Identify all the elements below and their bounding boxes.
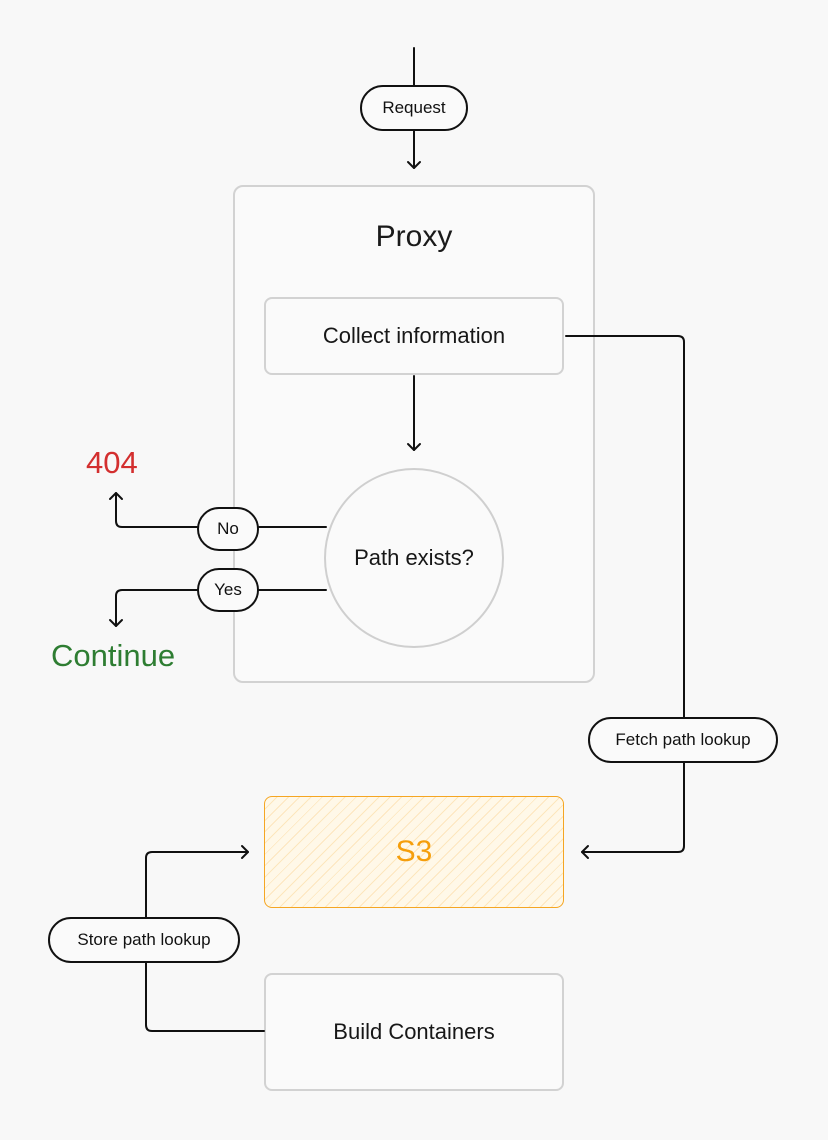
collect-to-decision-arrowhead (407, 443, 421, 451)
yes-branch-line-left (115, 589, 198, 627)
store-line-bottom (145, 962, 265, 1032)
no-branch-line-left (115, 492, 198, 528)
proxy-title: Proxy (375, 220, 453, 253)
fetch-arrowhead (581, 845, 589, 859)
store-line-top (145, 851, 249, 918)
path-exists-decision: Path exists? (324, 468, 504, 648)
yes-pill: Yes (197, 568, 259, 612)
continue-outcome: Continue (51, 638, 176, 673)
fetch-line-bottom (581, 762, 685, 853)
store-arrowhead (241, 845, 249, 859)
build-containers-label: Build Containers (333, 1019, 495, 1044)
collect-information-node: Collect information (264, 297, 564, 375)
not-found-outcome: 404 (86, 445, 138, 480)
store-path-lookup-label: Store path lookup (77, 930, 211, 949)
fetch-path-lookup-label: Fetch path lookup (615, 730, 751, 749)
s3-label: S3 (395, 835, 433, 868)
build-containers-node: Build Containers (264, 973, 564, 1091)
yes-label: Yes (214, 580, 242, 599)
path-exists-label: Path exists? (354, 545, 474, 570)
no-label: No (217, 519, 239, 538)
s3-node: S3 (264, 796, 564, 908)
request-pill: Request (360, 85, 468, 131)
request-label: Request (382, 98, 446, 117)
collect-information-label: Collect information (322, 323, 506, 348)
no-pill: No (197, 507, 259, 551)
fetch-path-lookup-pill: Fetch path lookup (588, 717, 778, 763)
no-branch-arrowhead (109, 492, 123, 500)
yes-branch-arrowhead (109, 619, 123, 627)
store-path-lookup-pill: Store path lookup (48, 917, 240, 963)
fetch-line-top (565, 335, 685, 718)
request-arrowhead (407, 161, 421, 169)
